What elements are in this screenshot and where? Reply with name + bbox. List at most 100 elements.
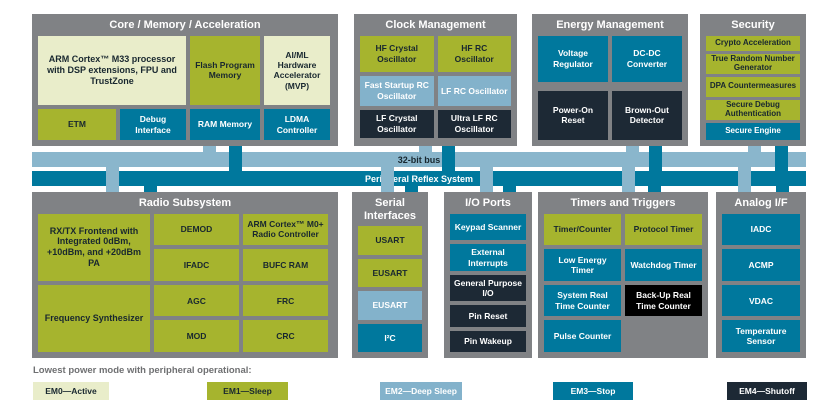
panel-radio-subsystem: Radio Subsystem RX/TX Frontend with Inte… xyxy=(32,192,338,358)
panel-title: I/O Ports xyxy=(465,197,511,209)
block-fast-startup-rc-oscillator: Fast Startup RC Oscillator xyxy=(360,75,434,106)
bus-connector xyxy=(144,186,157,192)
block-secure-debug-authentication: Secure Debug Authentication xyxy=(706,99,800,120)
bus-32bit: 32-bit bus xyxy=(32,152,806,167)
block-debug-interface: Debug Interface xyxy=(120,109,186,140)
panel-title: Radio Subsystem xyxy=(138,197,232,209)
block-ultra-lf-rc-oscillator: Ultra LF RC Oscillator xyxy=(437,109,511,138)
block-ram-memory: RAM Memory xyxy=(190,109,260,140)
block-dc-dc-converter: DC-DC Converter xyxy=(612,35,682,82)
legend-row: EM0—Active EM1—Sleep EM2—Deep Sleep EM3—Sto… xyxy=(0,382,839,400)
panel-body: RX/TX Frontend with Integrated 0dBm, +10… xyxy=(32,213,338,358)
legend-swatch-em0-active: EM0—Active xyxy=(33,382,109,400)
block-back-up-real-time-counter: Back-Up Real Time Counter xyxy=(625,284,702,317)
block-usart: USART xyxy=(358,226,422,255)
panel-body: USART EUSART EUSART I²C xyxy=(352,226,428,358)
legend-swatch-em4-shutoff: EM4—Shutoff xyxy=(727,382,807,400)
block-system-real-time-counter: System Real Time Counter xyxy=(544,284,621,317)
legend-swatch-em3-stop: EM3—Stop xyxy=(553,382,633,400)
block-crypto-acceleration: Crypto Acceleration xyxy=(706,35,800,51)
block-etm: ETM xyxy=(38,109,116,140)
block-arm-cortex-m0-radio-controller: ARM Cortex™ M0+ Radio Controller xyxy=(243,213,328,246)
bus-connector xyxy=(648,186,661,192)
panel-title: Analog I/F xyxy=(734,197,788,209)
bus-connector xyxy=(419,146,432,152)
block-external-interrupts: External Interrupts xyxy=(450,244,526,271)
block-true-random-number-generator: True Random Number Generator xyxy=(706,53,800,74)
block-protocol-timer: Protocol Timer xyxy=(625,213,702,246)
block-power-on-reset: Power-On Reset xyxy=(538,90,608,140)
bus-connector xyxy=(106,167,119,192)
panel-core-memory-acceleration: Core / Memory / Acceleration ARM Cortex™… xyxy=(32,14,338,146)
block-pin-reset: Pin Reset xyxy=(450,305,526,327)
bus-connector xyxy=(775,146,788,171)
block-mod: MOD xyxy=(154,320,239,352)
block-timer-counter: Timer/Counter xyxy=(544,213,621,246)
block-pin-wakeup: Pin Wakeup xyxy=(450,330,526,352)
block-frequency-synthesizer: Frequency Synthesizer xyxy=(38,284,150,352)
panel-serial-interfaces: Serial Interfaces USART EUSART EUSART I²C xyxy=(352,192,428,358)
bus-connector xyxy=(649,146,662,171)
block-crc: CRC xyxy=(243,320,328,352)
bus-prs-label: Peripheral Reflex System xyxy=(364,173,474,184)
panel-title: Serial Interfaces xyxy=(364,197,416,222)
block-secure-engine: Secure Engine xyxy=(706,122,800,140)
panel-title: Security xyxy=(731,19,775,31)
block-general-purpose-i-o: General Purpose I/O xyxy=(450,274,526,302)
block-ai-ml-hardware-accelerator-mvp: AI/ML Hardware Accelerator (MVP) xyxy=(264,35,330,105)
bus-connector xyxy=(203,146,216,152)
block-temperature-sensor: Temperature Sensor xyxy=(722,320,800,352)
bus-connector xyxy=(480,167,493,192)
block-flash-program-memory: Flash Program Memory xyxy=(190,35,260,105)
bus-connector xyxy=(748,146,761,152)
bus-connector xyxy=(442,146,455,171)
block-lf-rc-oscillator: LF RC Oscillator xyxy=(437,75,511,106)
block-iadc: IADC xyxy=(722,213,800,246)
block-eusart: EUSART xyxy=(358,258,422,288)
block-arm-cortex-m33-processor-with-dsp-extensions-fpu-and-trustzone: ARM Cortex™ M33 processor with DSP exten… xyxy=(38,35,186,105)
block-ifadc: IFADC xyxy=(154,249,239,281)
block-pulse-counter: Pulse Counter xyxy=(544,320,621,352)
block-hf-crystal-oscillator: HF Crystal Oscillator xyxy=(360,35,434,72)
panel-title: Core / Memory / Acceleration xyxy=(109,19,261,31)
block-dpa-countermeasures: DPA Countermeasures xyxy=(706,76,800,97)
legend-swatch-em1-sleep: EM1—Sleep xyxy=(207,382,288,400)
bus-connector xyxy=(776,186,789,192)
block-lf-crystal-oscillator: LF Crystal Oscillator xyxy=(360,109,434,138)
block-watchdog-timer: Watchdog Timer xyxy=(625,249,702,281)
block-vdac: VDAC xyxy=(722,284,800,317)
panel-body: ARM Cortex™ M33 processor with DSP exten… xyxy=(32,35,338,146)
block-hf-rc-oscillator: HF RC Oscillator xyxy=(437,35,511,72)
bus-connector xyxy=(405,186,418,192)
block-keypad-scanner: Keypad Scanner xyxy=(450,213,526,241)
bus-connector xyxy=(381,167,394,192)
block-frc: FRC xyxy=(243,284,328,317)
bus-connector xyxy=(626,146,639,152)
legend-swatch-em2-deep-sleep: EM2—Deep Sleep xyxy=(380,382,462,400)
panel-title: Energy Management xyxy=(556,19,664,31)
block-i-c: I²C xyxy=(358,323,422,352)
bus-peripheral-reflex-system: Peripheral Reflex System xyxy=(32,171,806,186)
block-eusart: EUSART xyxy=(358,291,422,320)
bus-connector xyxy=(503,186,516,192)
block-rx-tx-frontend-with-integrated-0dbm-10dbm-and-20dbm-pa: RX/TX Frontend with Integrated 0dBm, +10… xyxy=(38,213,150,281)
bus-connector xyxy=(622,167,635,192)
block-brown-out-detector: Brown-Out Detector xyxy=(612,90,682,140)
block-low-energy-timer: Low Energy Timer xyxy=(544,249,621,281)
bus-connector xyxy=(738,167,751,192)
bus-32bit-label: 32-bit bus xyxy=(397,154,441,165)
legend-title: Lowest power mode with peripheral operat… xyxy=(33,365,252,376)
block-agc: AGC xyxy=(154,284,239,317)
block-ldma-controller: LDMA Controller xyxy=(264,109,330,140)
